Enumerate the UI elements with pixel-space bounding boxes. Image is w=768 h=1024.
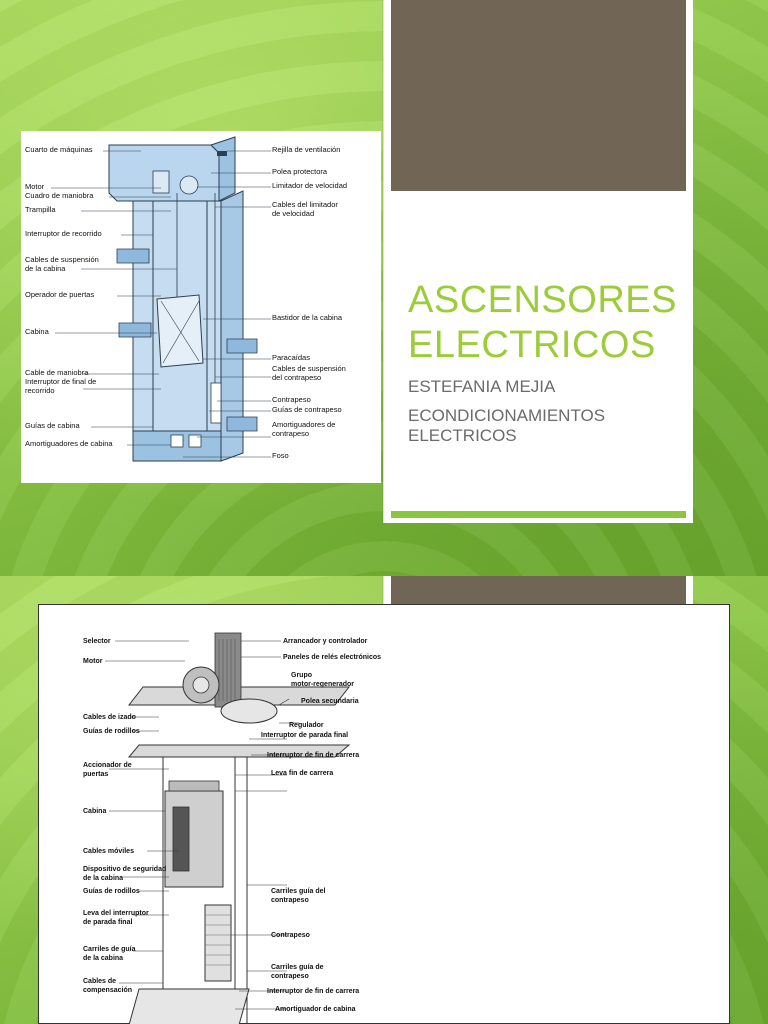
label-cables-limitador: Cables del limitador [272,200,338,209]
label2-motor-regenerador: motor-regenerador [291,681,354,688]
subtitle-course-line1: ECONDICIONAMIENTOS [408,406,606,425]
label-amortiguadores-cabina: Amortiguadores de cabina [25,439,113,448]
label2-leva-interruptor: Leva del interruptor [83,910,149,917]
label2-interruptor-fin-carrera: Interruptor de fin de carrera [267,752,359,759]
label-operador-puertas: Operador de puertas [25,290,94,299]
label-del-contrapeso: del contrapeso [272,373,321,382]
label2-amortiguador-cabina: Amortiguador de cabina [275,1006,356,1013]
label-cable-maniobra: Cable de maniobra [25,368,89,377]
label2-motor: Motor [83,658,103,665]
elevator-diagram-card: Cuarto de máquinas Motor Cuadro de manio… [21,131,381,483]
label2-accionador: Accionador de [83,762,132,769]
label2-selector: Selector [83,638,111,645]
diagram-slide: Selector Motor Cables de izado Guías de … [0,576,768,1024]
title-slide: Cuarto de máquinas Motor Cuadro de manio… [0,0,768,576]
label-contrapeso: Contrapeso [272,395,311,404]
label2-contrapeso: Contrapeso [271,932,310,939]
title-panel: ASCENSORES ELECTRICOS ESTEFANIA MEJIA EC… [383,0,693,523]
label-limitador-velocidad: Limitador de velocidad [272,181,347,190]
label2-contrapeso-line: contrapeso [271,897,309,904]
label2-de-la-cabina-2: de la cabina [83,955,123,962]
label2-puertas: puertas [83,771,108,778]
label-recorrido: recorrido [25,386,55,395]
label2-contrapeso-2: contrapeso [271,973,309,980]
subtitle-course: ECONDICIONAMIENTOS ELECTRICOS [408,406,605,446]
label-guias-cabina: Guías de cabina [25,421,80,430]
label-foso: Foso [272,451,289,460]
label2-interruptor-parada-final: Interruptor de parada final [261,732,348,739]
subtitle-course-line2: ELECTRICOS [408,426,517,445]
slide-title: ASCENSORES ELECTRICOS [408,278,688,368]
label2-parada-final: de parada final [83,919,132,926]
label2-carriles-guia-de: Carriles guía de [271,964,324,971]
label2-cables-de: Cables de [83,978,116,985]
label-cuadro-maniobra: Cuadro de maniobra [25,191,94,200]
label2-carriles-guia-contrapeso: Carriles guía del [271,888,326,895]
label2-leva-fin-carrera: Leva fin de carrera [271,770,333,777]
label2-polea-secundaria: Polea secundaria [301,698,359,705]
label-motor: Motor [25,182,45,191]
label2-cabina: Cabina [83,808,106,815]
label2-cables-moviles: Cables móviles [83,848,134,855]
slide-title-line1: ASCENSORES [408,279,677,321]
label2-arrancador: Arrancador y controlador [283,638,368,645]
subtitle-author: ESTEFANIA MEJIA [408,377,556,396]
label2-guias-rodillos: Guías de rodillos [83,728,140,735]
label2-compensacion: compensación [83,987,132,994]
label-trampilla: Trampilla [25,205,56,214]
label2-carriles-guia: Carriles de guía [83,946,136,953]
elevator-diagram-2-card: Selector Motor Cables de izado Guías de … [38,604,730,1024]
label-de-velocidad: de velocidad [272,209,314,218]
title-accent-bar [391,511,686,518]
label-interruptor-final: Interruptor de final de [25,377,96,386]
label-cabina: Cabina [25,327,50,336]
label-polea-protectora: Polea protectora [272,167,328,176]
label-bastidor-cabina: Bastidor de la cabina [272,313,343,322]
label2-cables-izado: Cables de izado [83,714,136,721]
label-contrapeso-2: contrapeso [272,429,309,438]
label2-guias-rodillos-2: Guías de rodillos [83,888,140,895]
label2-regulador: Regulador [289,722,324,729]
label-cuarto-maquinas: Cuarto de máquinas [25,145,93,154]
elevator-diagram: Cuarto de máquinas Motor Cuadro de manio… [25,136,347,462]
title-panel-header-block [391,0,686,191]
slide-title-line2: ELECTRICOS [408,324,656,366]
elevator-diagram-2: Selector Motor Cables de izado Guías de … [83,632,381,1024]
label-cables-suspension-contrapeso: Cables de suspensión [272,364,346,373]
label-rejilla-ventilacion: Rejilla de ventilación [272,145,340,154]
label2-de-la-cabina: de la cabina [83,875,123,882]
label2-interruptor-fin-carrera-2: Interruptor de fin de carrera [267,988,359,995]
label-paracaidas: Paracaídas [272,353,310,362]
label-interruptor-recorrido: Interruptor de recorrido [25,229,102,238]
label2-grupo: Grupo [291,672,312,679]
label2-dispositivo-seguridad: Dispositivo de seguridad [83,866,166,873]
label-amortiguadores-de: Amortiguadores de [272,420,335,429]
label-guias-contrapeso: Guías de contrapeso [272,405,342,414]
label2-paneles-reles: Paneles de relés electrónicos [283,654,381,661]
label-cables-suspension: Cables de suspensión [25,255,99,264]
label-de-la-cabina: de la cabina [25,264,66,273]
